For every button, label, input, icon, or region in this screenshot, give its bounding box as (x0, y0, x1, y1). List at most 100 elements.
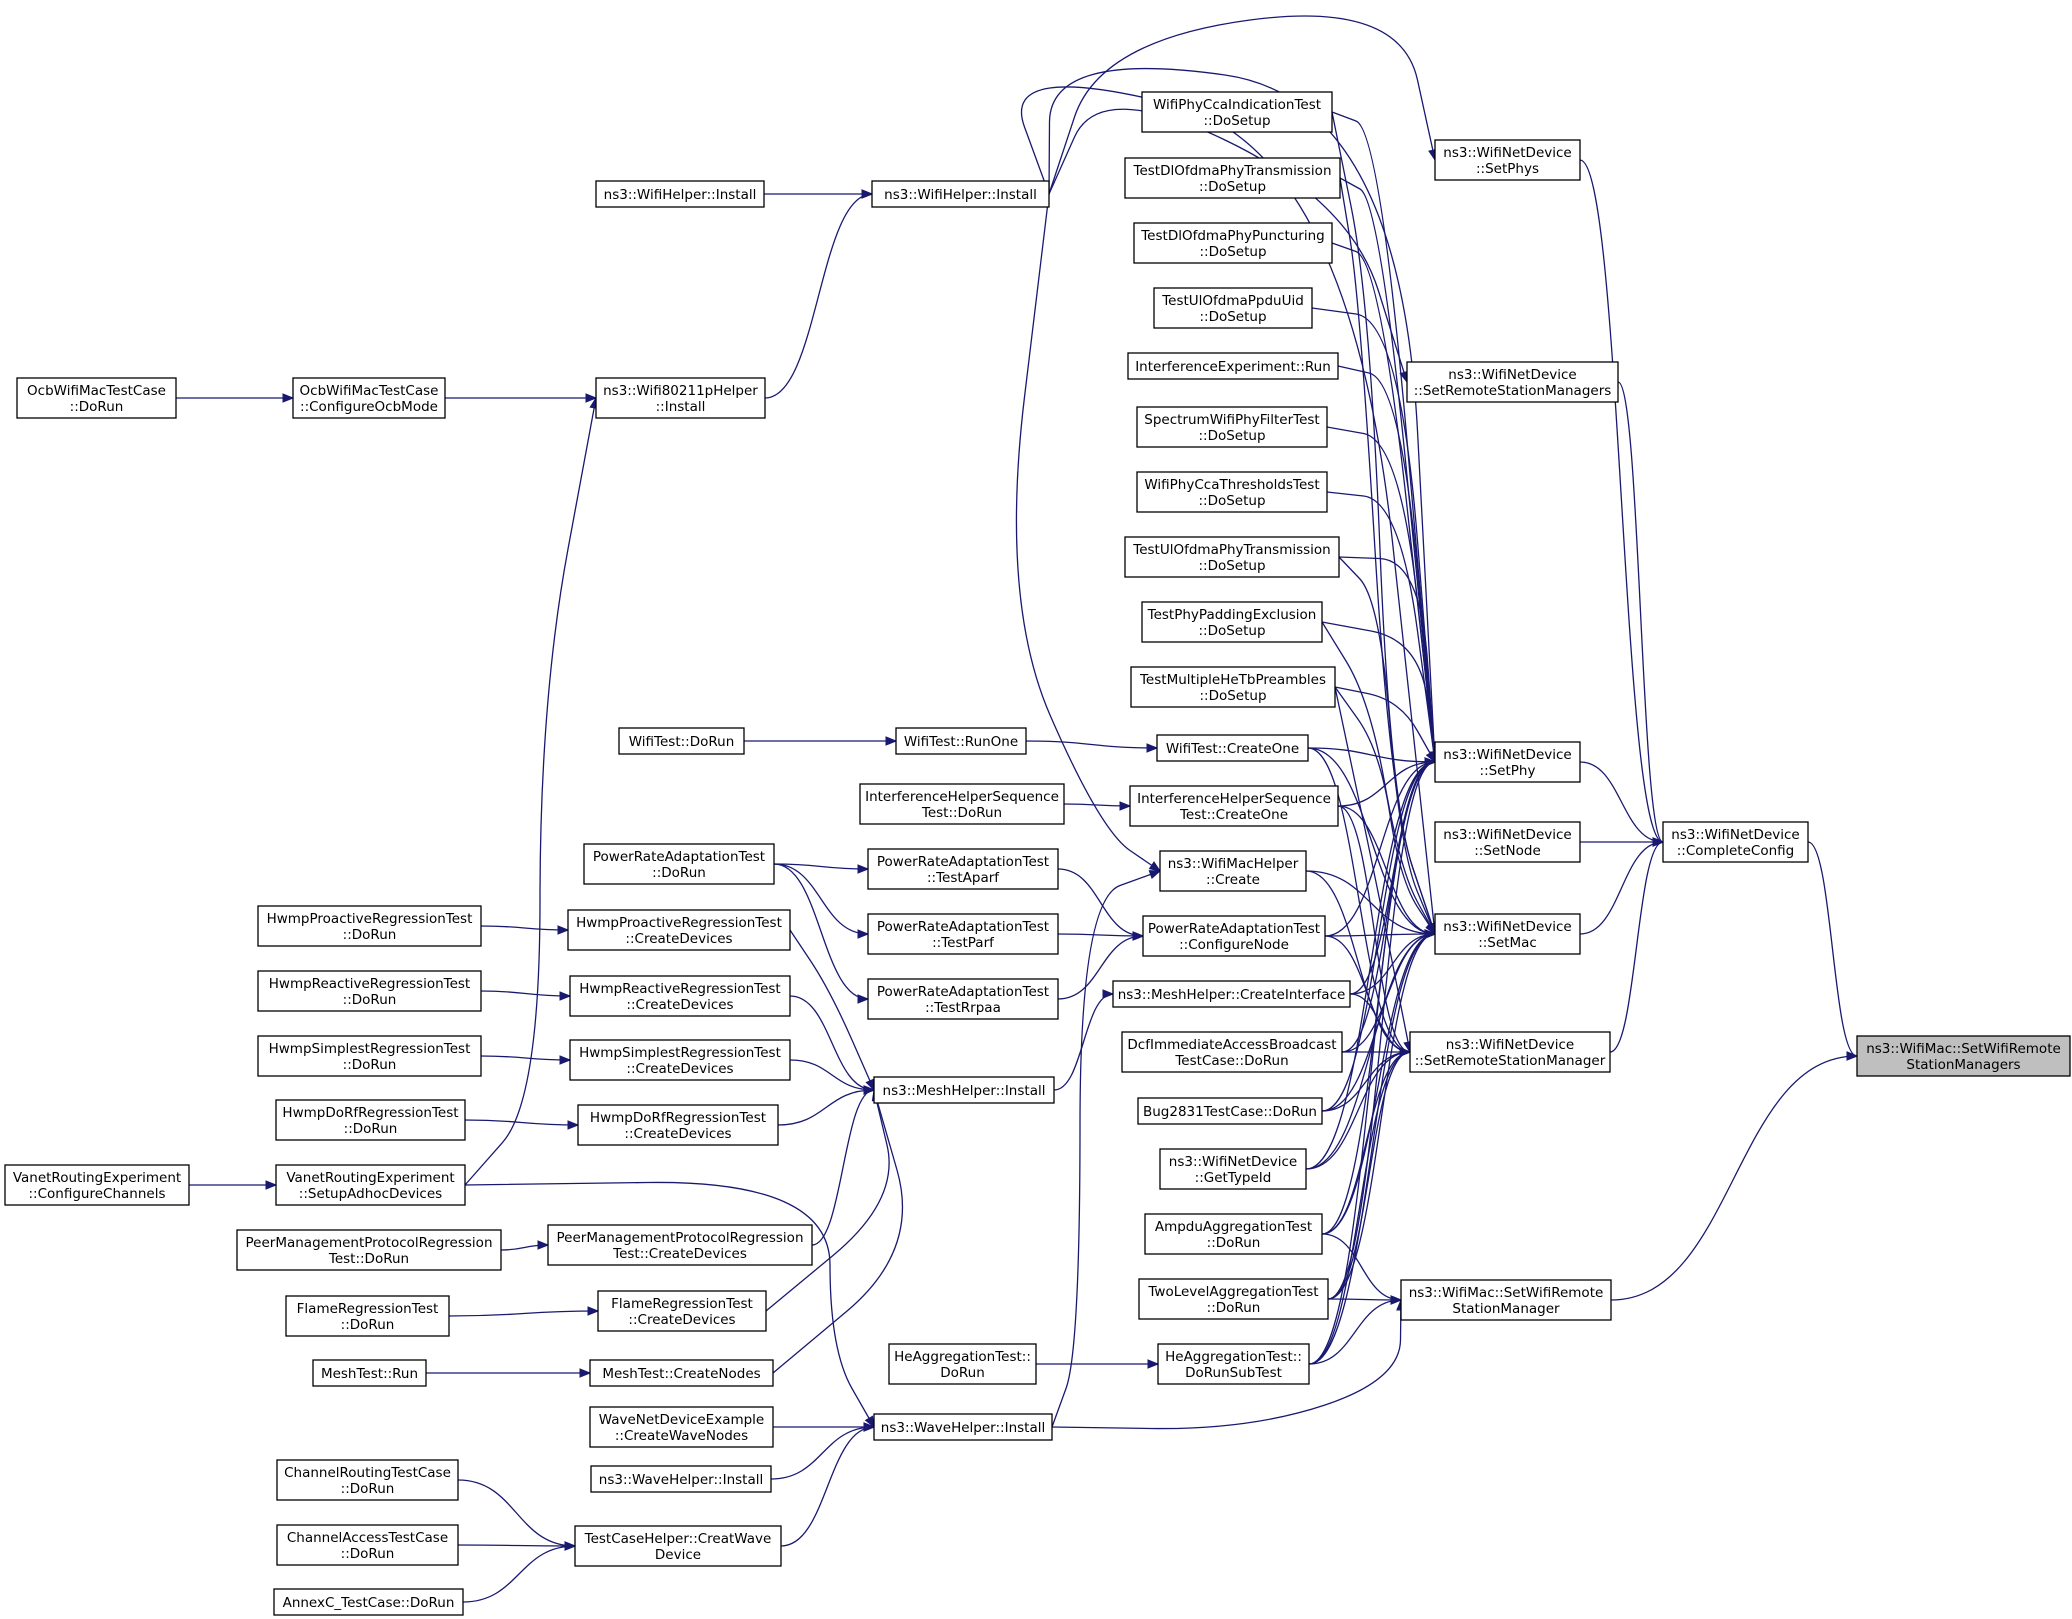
node-ppdu[interactable]: TestUlOfdmaPpduUid::DoSetup (1153, 287, 1313, 329)
node-chaccess[interactable]: ChannelAccessTestCase::DoRun (276, 1524, 459, 1566)
node-box (597, 1290, 767, 1332)
node-pradorun[interactable]: PowerRateAdaptationTest::DoRun (583, 843, 775, 885)
node-setphys[interactable]: ns3::WifiNetDevice::SetPhys (1434, 139, 1581, 181)
node-gettype[interactable]: ns3::WifiNetDevice::GetTypeId (1159, 1148, 1307, 1190)
node-label: ::DoRun (341, 1317, 395, 1333)
node-label: ns3::Wifi80211pHelper (603, 383, 758, 399)
node-vanetcfg[interactable]: VanetRoutingExperiment::ConfigureChannel… (4, 1164, 190, 1206)
edge-hesub-to-setmac (1308, 933, 1436, 1365)
node-box (873, 1413, 1053, 1441)
node-box (873, 1076, 1055, 1104)
node-vanetsetup[interactable]: VanetRoutingExperiment::SetupAdhocDevice… (275, 1164, 466, 1206)
node-box (1138, 1278, 1329, 1320)
node-ihscreate[interactable]: InterferenceHelperSequenceTest::CreateOn… (1129, 785, 1339, 827)
node-box (577, 1104, 779, 1146)
node-meshcn[interactable]: MeshTest::CreateNodes (589, 1359, 774, 1387)
node-interf[interactable]: InterferenceExperiment::Run (1127, 352, 1339, 380)
edge-wtcreate-to-setmac (1307, 747, 1436, 935)
node-box (1136, 471, 1328, 513)
node-wtrunone[interactable]: WifiTest::RunOne (895, 727, 1027, 755)
node-hprcd[interactable]: HwmpProactiveRegressionTest::CreateDevic… (567, 909, 791, 951)
node-box (1662, 821, 1809, 863)
node-box (871, 180, 1050, 208)
edge-gettype-to-srsm (1305, 1051, 1411, 1170)
node-pracfg[interactable]: PowerRateAdaptationTest::ConfigureNode (1142, 915, 1326, 957)
node-multi[interactable]: TestMultipleHeTbPreambles::DoSetup (1130, 666, 1336, 708)
node-spec[interactable]: SpectrumWifiPhyFilterTest::DoSetup (1136, 406, 1328, 448)
node-srsms[interactable]: ns3::WifiNetDevice::SetRemoteStationMana… (1406, 361, 1619, 403)
node-label: ::DoSetup (1198, 428, 1265, 444)
node-ocbcfg[interactable]: OcbWifiMacTestCase::ConfigureOcbMode (292, 377, 446, 419)
node-ultx[interactable]: TestUlOfdmaPhyTransmission::DoSetup (1124, 536, 1340, 578)
edge-hsrcd-to-meshinst (789, 1059, 875, 1091)
node-hesub[interactable]: HeAggregationTest::DoRunSubTest (1157, 1343, 1310, 1385)
node-dlpunct[interactable]: TestDlOfdmaPhyPuncturing::DoSetup (1133, 222, 1333, 264)
node-pmprun[interactable]: PeerManagementProtocolRegressionTest::Do… (236, 1229, 502, 1271)
node-hprrun[interactable]: HwmpProactiveRegressionTest::DoRun (257, 905, 482, 947)
arrowhead (1147, 1359, 1160, 1369)
edge-padd-to-setmac (1321, 621, 1436, 935)
node-waveinst2[interactable]: ns3::WaveHelper::Install (590, 1465, 772, 1493)
node-hrrcd[interactable]: HwmpReactiveRegressionTest::CreateDevice… (569, 975, 791, 1017)
node-flamerun[interactable]: FlameRegressionTest::DoRun (285, 1295, 450, 1337)
node-pmpcd[interactable]: PeerManagementProtocolRegressionTest::Cr… (547, 1224, 813, 1266)
node-praparf[interactable]: PowerRateAdaptationTest::TestParf (867, 913, 1059, 955)
edge-hrrcd-to-meshinst (789, 995, 875, 1091)
node-whinst[interactable]: ns3::WifiHelper::Install (595, 180, 765, 208)
node-w80211p[interactable]: ns3::Wifi80211pHelper::Install (595, 377, 766, 419)
arrowhead (537, 1240, 550, 1250)
node-setphy[interactable]: ns3::WifiNetDevice::SetPhy (1434, 741, 1581, 783)
node-bug[interactable]: Bug2831TestCase::DoRun (1137, 1097, 1323, 1125)
node-ccath[interactable]: WifiPhyCcaThresholdsTest::DoSetup (1136, 471, 1328, 513)
node-setnode[interactable]: ns3::WifiNetDevice::SetNode (1434, 821, 1581, 863)
edge-ampdu-to-srsm (1321, 1051, 1411, 1235)
node-hsrcd[interactable]: HwmpSimplestRegressionTest::CreateDevice… (569, 1039, 791, 1081)
node-box (567, 909, 791, 951)
edge-swrsm-to-root (1610, 1055, 1858, 1301)
edge-bug-to-setphy (1321, 761, 1436, 1112)
node-chroute[interactable]: ChannelRoutingTestCase::DoRun (276, 1459, 459, 1501)
node-cca[interactable]: WifiPhyCcaIndicationTest::DoSetup (1141, 91, 1333, 133)
node-wavecwn[interactable]: WaveNetDeviceExample::CreateWaveNodes (589, 1406, 774, 1448)
node-herun[interactable]: HeAggregationTest::DoRun (888, 1343, 1037, 1385)
node-hdrrun[interactable]: HwmpDoRfRegressionTest::DoRun (275, 1099, 466, 1141)
node-wtcreate[interactable]: WifiTest::CreateOne (1156, 734, 1309, 762)
node-cc[interactable]: ns3::WifiNetDevice::CompleteConfig (1662, 821, 1809, 863)
node-hsrrun[interactable]: HwmpSimplestRegressionTest::DoRun (257, 1035, 482, 1077)
node-waveinst[interactable]: ns3::WaveHelper::Install (873, 1413, 1053, 1441)
node-label: PeerManagementProtocolRegression (246, 1235, 493, 1251)
node-hdrcd[interactable]: HwmpDoRfRegressionTest::CreateDevices (577, 1104, 779, 1146)
node-annexc[interactable]: AnnexC_TestCase::DoRun (273, 1588, 464, 1616)
node-padd[interactable]: TestPhyPaddingExclusion::DoSetup (1141, 601, 1323, 643)
node-root[interactable]: ns3::WifiMac::SetWifiRemoteStationManage… (1856, 1035, 2071, 1077)
node-hrrrun[interactable]: HwmpReactiveRegressionTest::DoRun (257, 970, 482, 1012)
node-praaparf[interactable]: PowerRateAdaptationTest::TestAparf (867, 848, 1059, 890)
node-wmhcreate[interactable]: ns3::WifiMacHelper::Create (1159, 850, 1307, 892)
node-whinst2[interactable]: ns3::WifiHelper::Install (871, 180, 1050, 208)
node-setmac[interactable]: ns3::WifiNetDevice::SetMac (1434, 913, 1581, 955)
node-ampdu[interactable]: AmpduAggregationTest::DoRun (1144, 1213, 1323, 1255)
node-label: OcbWifiMacTestCase (300, 383, 439, 399)
node-meshinst[interactable]: ns3::MeshHelper::Install (873, 1076, 1055, 1104)
node-label: AmpduAggregationTest (1155, 1219, 1312, 1235)
node-wtdorun[interactable]: WifiTest::DoRun (618, 727, 745, 755)
node-flamecd[interactable]: FlameRegressionTest::CreateDevices (597, 1290, 767, 1332)
node-meshrun[interactable]: MeshTest::Run (312, 1359, 427, 1387)
node-meshci[interactable]: ns3::MeshHelper::CreateInterface (1112, 980, 1351, 1008)
node-ocbrun[interactable]: OcbWifiMacTestCase::DoRun (16, 377, 177, 419)
edge-setphys-to-cc (1579, 159, 1664, 843)
edge-ultx-to-setmac (1338, 556, 1436, 935)
arrowhead (559, 991, 572, 1001)
node-label: TestCaseHelper::CreatWave (584, 1531, 772, 1547)
node-srsm[interactable]: ns3::WifiNetDevice::SetRemoteStationMana… (1409, 1031, 1611, 1073)
node-prarrpaa[interactable]: PowerRateAdaptationTest::TestRrpaa (867, 978, 1059, 1020)
node-dltx[interactable]: TestDlOfdmaPhyTransmission::DoSetup (1124, 157, 1341, 199)
node-box (275, 1099, 466, 1141)
node-label: FlameRegressionTest (611, 1296, 753, 1312)
node-dcf[interactable]: DcfImmediateAccessBroadcastTestCase::DoR… (1121, 1031, 1343, 1073)
graph-nodes: ns3::WifiMac::SetWifiRemoteStationManage… (4, 91, 2071, 1616)
node-swrsm[interactable]: ns3::WifiMac::SetWifiRemoteStationManage… (1400, 1279, 1612, 1321)
node-twolevel[interactable]: TwoLevelAggregationTest::DoRun (1138, 1278, 1329, 1320)
